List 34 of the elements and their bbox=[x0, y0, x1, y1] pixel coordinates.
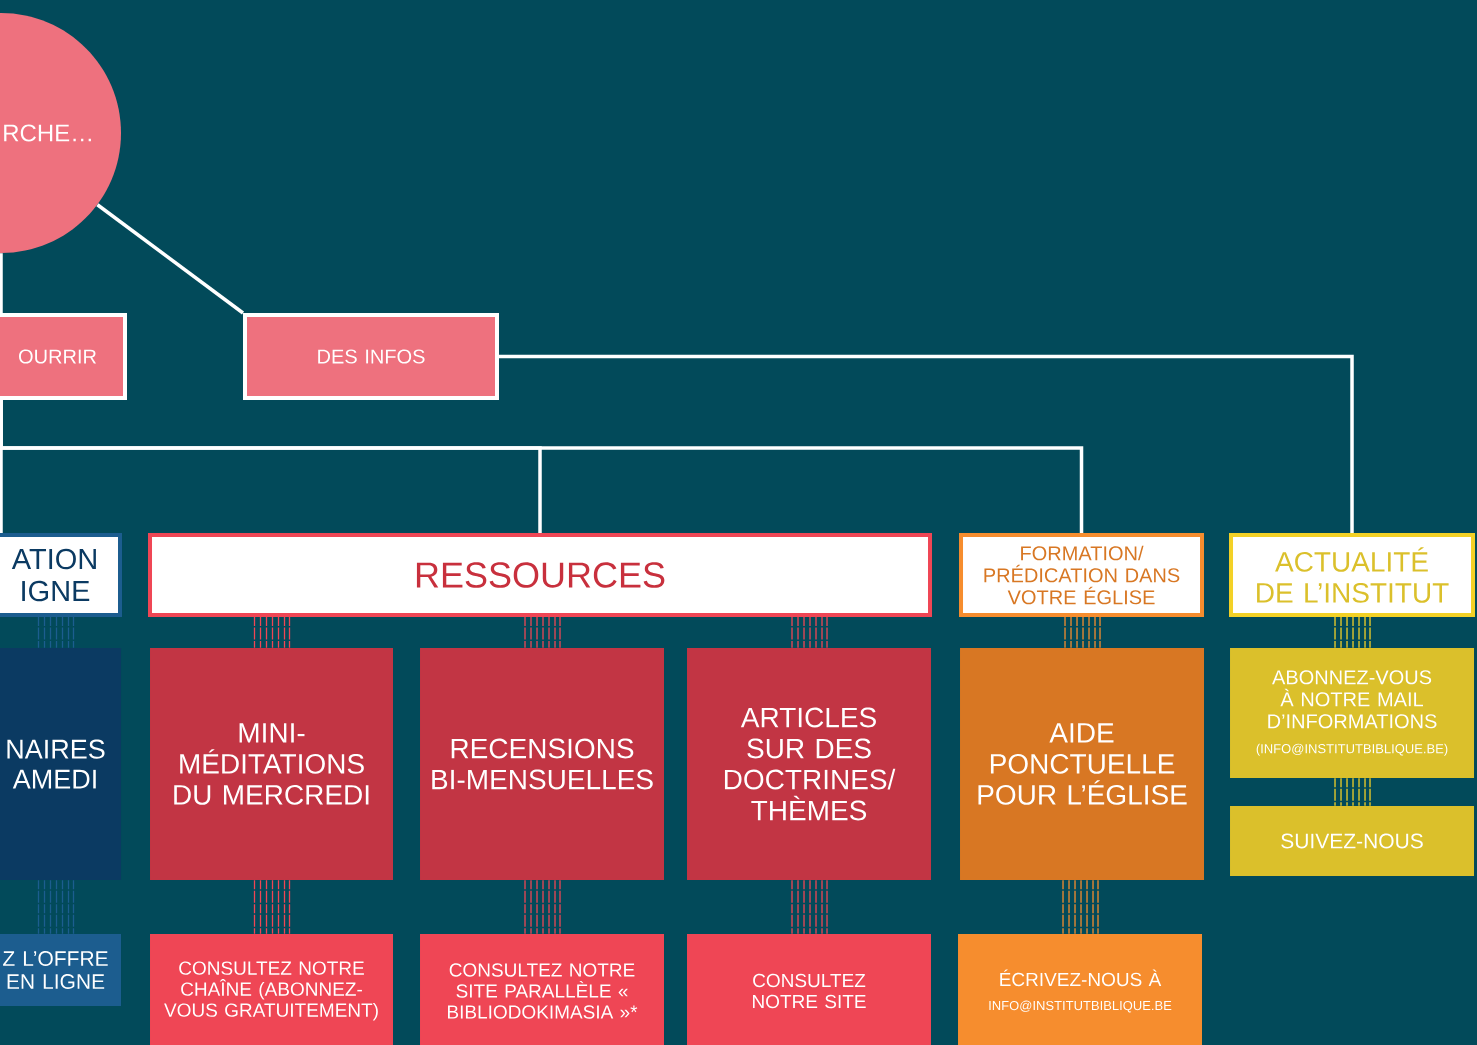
header-box: FORMATION/ PRÉDICATION DANS VOTRE ÉGLISE bbox=[959, 533, 1204, 617]
service-box: NAIRES AMEDI bbox=[0, 648, 121, 880]
service-box: ABONNEZ-VOUS À NOTRE MAIL D’INFORMATIONS (INFO@INSTITUTBIBLIQUE.BE) bbox=[1230, 648, 1474, 778]
service-box: RECENSIONS BI-MENSUELLES bbox=[420, 648, 664, 880]
category-box: OURRIR bbox=[0, 313, 127, 400]
connector-line bbox=[96, 203, 245, 315]
striped-connector bbox=[37, 616, 75, 649]
striped-connector bbox=[524, 616, 561, 649]
action-box: CONSULTEZ NOTRE CHAÎNE (ABONNEZ-VOUS GRATUITEMENT) bbox=[150, 934, 393, 1045]
striped-connector bbox=[1062, 879, 1099, 935]
striped-connector bbox=[791, 879, 828, 935]
striped-connector bbox=[253, 879, 291, 935]
striped-connector bbox=[1064, 616, 1101, 649]
service-box: SUIVEZ-NOUS bbox=[1230, 806, 1474, 876]
service-box: MINI- MÉDITATIONS DU MERCREDI bbox=[150, 648, 393, 880]
action-box: ÉCRIVEZ-NOUS À INFO@INSTITUTBIBLIQUE.BE bbox=[958, 934, 1202, 1045]
striped-connector bbox=[524, 879, 561, 935]
header-box: RESSOURCES bbox=[148, 533, 932, 617]
connector-line bbox=[499, 354, 1354, 533]
connector-line bbox=[0, 253, 3, 313]
service-box: AIDE PONCTUELLE POUR L’ÉGLISE bbox=[960, 648, 1204, 880]
service-box: ARTICLES SUR DES DOCTRINES/ THÈMES bbox=[687, 648, 931, 880]
connector-line bbox=[0, 400, 1084, 533]
action-box: CONSULTEZ NOTRE SITE bbox=[687, 934, 931, 1045]
striped-connector bbox=[253, 616, 291, 649]
striped-connector bbox=[1334, 777, 1371, 807]
header-box: ACTUALITÉ DE L’INSTITUT bbox=[1229, 533, 1475, 617]
action-box: CONSULTEZ NOTRE SITE PARALLÈLE « BIBLIODOKIMASIA »* bbox=[420, 934, 664, 1045]
striped-connector bbox=[1334, 616, 1371, 649]
striped-connector bbox=[37, 879, 75, 935]
header-box: ATION IGNE bbox=[0, 533, 122, 617]
action-box: Z L’OFFRE EN LIGNE bbox=[0, 934, 121, 1006]
striped-connector bbox=[791, 616, 828, 649]
category-box: DES INFOS bbox=[243, 313, 499, 400]
